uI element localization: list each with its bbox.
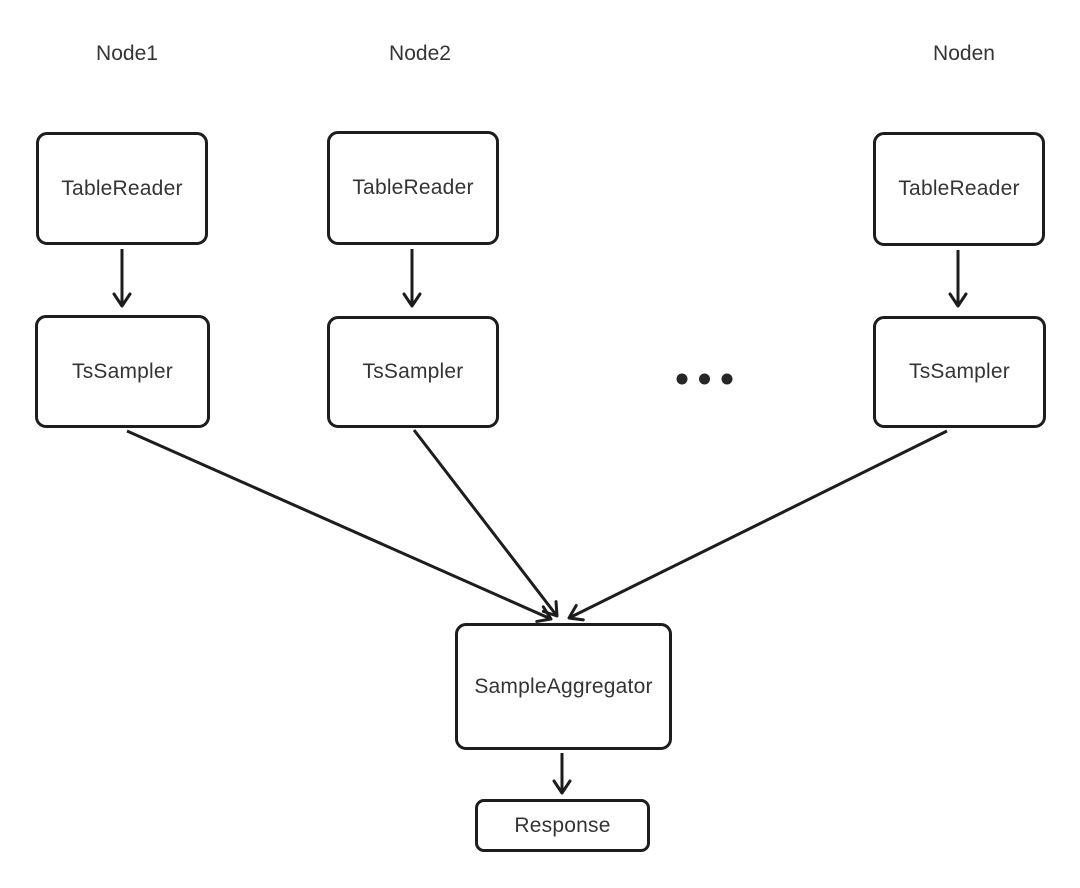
response-box: Response: [475, 799, 650, 852]
table-reader-box-n: TableReader: [873, 132, 1045, 246]
table-reader-box-1: TableReader: [36, 132, 208, 245]
node-label-n: Noden: [933, 42, 995, 65]
ellipsis-dots-icon: [676, 373, 733, 385]
table-reader-box-2: TableReader: [327, 131, 499, 245]
ts-sampler-box-2: TsSampler: [327, 316, 499, 428]
node-label-1: Node1: [96, 42, 158, 65]
arrow-sampler3-to-aggregator: [567, 429, 948, 622]
arrow-sampler2-to-aggregator: [412, 429, 559, 618]
ts-sampler-box-1: TsSampler: [35, 315, 210, 428]
ts-sampler-box-n: TsSampler: [873, 316, 1046, 428]
arrow-sampler1-to-aggregator: [126, 429, 553, 623]
node-label-2: Node2: [389, 42, 451, 65]
sample-aggregator-box: SampleAggregator: [455, 623, 672, 750]
